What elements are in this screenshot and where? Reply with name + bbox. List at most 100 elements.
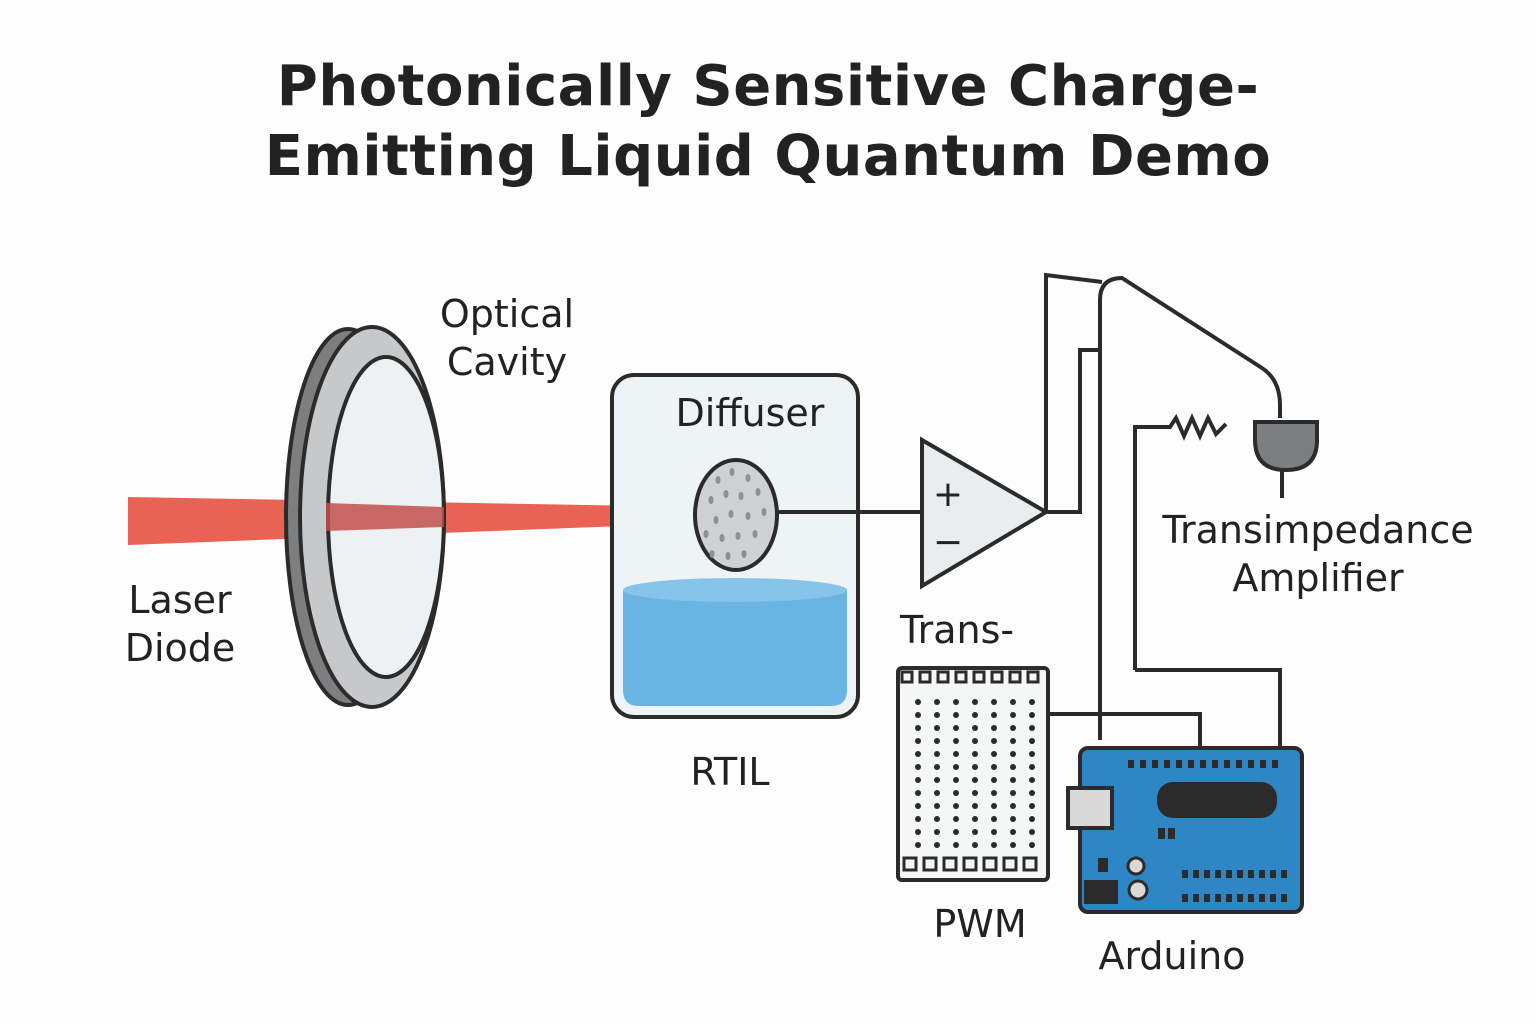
optical-cavity-lens (284, 325, 446, 709)
breadboard-hole (915, 751, 921, 757)
label-transimpedance-amplifier: Transimpedance Amplifier (1148, 506, 1488, 602)
op-amp-plus: + (933, 474, 963, 515)
arduino-header-pin (1204, 870, 1210, 878)
arduino-header-pin (1152, 760, 1158, 768)
breadboard-hole (953, 725, 959, 731)
breadboard-hole (1029, 725, 1035, 731)
breadboard-hole (953, 803, 959, 809)
breadboard-hole (972, 738, 978, 744)
breadboard-hole (972, 842, 978, 848)
breadboard-hole (1010, 712, 1016, 718)
breadboard-hole (991, 764, 997, 770)
label-transimpedance-amplifier-line-2: Amplifier (1232, 556, 1404, 600)
breadboard-hole (1029, 764, 1035, 770)
arduino-header-pin (1236, 760, 1242, 768)
arduino-header-pin (1200, 760, 1206, 768)
breadboard-hole (972, 777, 978, 783)
breadboard-hole (953, 829, 959, 835)
breadboard-hole (1029, 803, 1035, 809)
arduino-header-pin (1270, 870, 1276, 878)
breadboard-hole (1010, 790, 1016, 796)
breadboard-hole (1010, 842, 1016, 848)
label-rtil: RTIL (690, 750, 770, 794)
arduino-header-pin (1182, 894, 1188, 902)
arduino-header-pin (1270, 894, 1276, 902)
breadboard-hole (1029, 777, 1035, 783)
arduino-header-pin (1237, 870, 1243, 878)
breadboard-hole (972, 829, 978, 835)
arduino-header-pin (1204, 894, 1210, 902)
breadboard-hole (953, 764, 959, 770)
breadboard-hole (1010, 751, 1016, 757)
breadboard-hole (934, 803, 940, 809)
photodetector-icon (1253, 420, 1319, 473)
arduino-header-pin (1224, 760, 1230, 768)
breadboard-hole (972, 712, 978, 718)
breadboard (896, 666, 1050, 882)
diagram-title: Photonically Sensitive Charge- Emitting … (0, 52, 1536, 192)
arduino-header-pin (1193, 894, 1199, 902)
breadboard-hole (991, 777, 997, 783)
op-amp-minus: − (933, 522, 963, 563)
breadboard-hole (915, 803, 921, 809)
breadboard-hole (972, 790, 978, 796)
breadboard-hole (972, 803, 978, 809)
arduino-header-pin (1259, 894, 1265, 902)
breadboard-hole (953, 751, 959, 757)
arduino-header-pin (1226, 870, 1232, 878)
title-line-2: Emitting Liquid Quantum Demo (264, 124, 1272, 189)
breadboard-hole (953, 816, 959, 822)
breadboard-hole (915, 725, 921, 731)
breadboard-hole (934, 829, 940, 835)
label-arduino: Arduino (1098, 934, 1246, 978)
breadboard-hole (1010, 816, 1016, 822)
breadboard-hole (972, 764, 978, 770)
breadboard-hole (934, 842, 940, 848)
breadboard-hole (972, 816, 978, 822)
breadboard-hole (991, 712, 997, 718)
breadboard-hole (934, 816, 940, 822)
breadboard-hole (915, 829, 921, 835)
breadboard-hole (953, 842, 959, 848)
label-trans: Trans- (900, 608, 1015, 652)
breadboard-hole (991, 842, 997, 848)
arduino-header-pin (1259, 870, 1265, 878)
breadboard-hole (934, 777, 940, 783)
arduino-header-pin (1248, 760, 1254, 768)
breadboard-hole (1010, 803, 1016, 809)
title-line-1: Photonically Sensitive Charge- (276, 54, 1260, 119)
arduino-header-pin (1215, 894, 1221, 902)
breadboard-hole (991, 829, 997, 835)
breadboard-hole (972, 725, 978, 731)
breadboard-hole (1029, 738, 1035, 744)
label-laser-diode: Laser Diode (110, 576, 250, 672)
arduino-header-pin (1128, 760, 1134, 768)
label-optical-cavity: Optical Cavity (424, 290, 590, 386)
arduino-header-pin (1182, 870, 1188, 878)
arduino-header-pin (1226, 894, 1232, 902)
breadboard-hole (915, 699, 921, 705)
label-diffuser: Diffuser (675, 391, 825, 435)
diffuser-element (693, 458, 779, 572)
breadboard-hole (1010, 699, 1016, 705)
label-laser-diode-line-1: Laser (128, 578, 232, 622)
breadboard-hole (991, 751, 997, 757)
breadboard-hole (953, 712, 959, 718)
breadboard-hole (991, 803, 997, 809)
op-amp (920, 436, 1050, 590)
breadboard-hole (953, 738, 959, 744)
breadboard-hole (1029, 751, 1035, 757)
label-laser-diode-line-2: Diode (124, 626, 236, 670)
label-transimpedance-amplifier-line-1: Transimpedance (1162, 508, 1474, 552)
breadboard-hole (972, 699, 978, 705)
breadboard-hole (1029, 790, 1035, 796)
breadboard-hole (934, 751, 940, 757)
breadboard-hole (1010, 777, 1016, 783)
breadboard-hole (991, 738, 997, 744)
breadboard-hole (934, 699, 940, 705)
breadboard-hole (991, 816, 997, 822)
breadboard-hole (934, 725, 940, 731)
label-pwm: PWM (933, 902, 1027, 946)
breadboard-hole (915, 790, 921, 796)
